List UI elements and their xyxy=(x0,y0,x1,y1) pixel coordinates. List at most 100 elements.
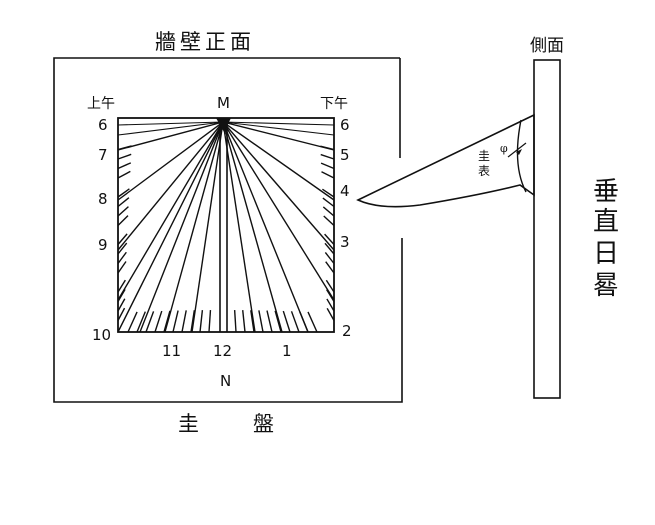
tick-40 xyxy=(127,311,138,333)
gnomon-angle-label: φ xyxy=(500,142,508,155)
hour-line-9 xyxy=(222,121,283,333)
wall-outline xyxy=(53,57,403,403)
tick-3 xyxy=(117,162,132,170)
hour-line-2 xyxy=(117,121,224,251)
hour-line-7 xyxy=(191,121,224,333)
vertical-title-char-3: 日 xyxy=(593,239,619,269)
tick-56 xyxy=(282,310,291,333)
tick-13 xyxy=(117,251,127,264)
tick-36 xyxy=(325,279,335,293)
tick-45 xyxy=(172,310,179,333)
side-wall xyxy=(533,59,561,399)
tick-7 xyxy=(117,197,130,208)
tick-54 xyxy=(266,310,273,333)
gnomon-apex xyxy=(216,118,231,132)
hour-left-6: 6 xyxy=(98,116,108,134)
hour-right-5: 5 xyxy=(340,146,350,164)
tick-55 xyxy=(274,310,282,333)
hour-bottom-11: 11 xyxy=(162,342,181,360)
hour-left-10: 10 xyxy=(92,326,111,344)
hour-line-12 xyxy=(222,121,335,251)
dial-plate-char-2: 盤 xyxy=(253,412,274,436)
hour-line-14 xyxy=(222,121,335,151)
tick-2 xyxy=(117,153,132,160)
top-hour-line-2 xyxy=(222,121,335,126)
tick-22 xyxy=(320,153,335,160)
tick-39 xyxy=(326,307,335,321)
hour-line-6 xyxy=(164,121,224,333)
hour-right-3: 3 xyxy=(340,233,350,251)
tick-46 xyxy=(181,310,187,333)
hour-line-0 xyxy=(117,121,224,151)
tick-14 xyxy=(117,261,127,274)
tick-50 xyxy=(233,309,237,333)
tick-29 xyxy=(323,215,335,227)
tick-11 xyxy=(117,233,128,245)
tick-16 xyxy=(117,279,126,293)
hour-lines xyxy=(117,121,335,333)
side-gnomon-support xyxy=(516,119,527,193)
tick-38 xyxy=(326,298,335,312)
wall-front-title: 牆壁正面 xyxy=(155,30,255,54)
tick-27 xyxy=(322,197,335,208)
tick-17 xyxy=(117,289,126,302)
tick-42 xyxy=(145,311,155,333)
tick-12 xyxy=(117,242,128,255)
tick-48 xyxy=(199,310,204,333)
hour-line-11 xyxy=(222,121,335,301)
tick-58 xyxy=(299,311,309,333)
vertical-title-char-2: 直 xyxy=(593,207,619,237)
tick-53 xyxy=(258,310,264,333)
tick-4 xyxy=(117,170,131,179)
hour-line-1 xyxy=(117,121,224,201)
hour-line-13 xyxy=(222,121,335,201)
top-hour-line-0 xyxy=(117,121,224,126)
tick-51 xyxy=(242,310,246,333)
tick-8 xyxy=(117,206,129,217)
gnomon-char-1: 圭 xyxy=(478,149,490,163)
bottom-point-label: N xyxy=(220,372,231,390)
tick-28 xyxy=(322,206,335,217)
dial-plate-char-1: 圭 xyxy=(178,412,199,436)
tick-1 xyxy=(117,145,132,151)
tick-marks xyxy=(117,145,335,333)
tick-18 xyxy=(117,298,126,312)
tick-9 xyxy=(117,215,129,226)
hour-right-4: 4 xyxy=(340,182,350,200)
tick-57 xyxy=(290,311,300,333)
tick-24 xyxy=(321,171,335,179)
top-hour-line-3 xyxy=(222,121,335,136)
tick-59 xyxy=(307,311,318,333)
side-view-title: 側面 xyxy=(530,36,564,56)
angle-arrow xyxy=(516,149,522,155)
tick-41 xyxy=(136,311,146,333)
tick-34 xyxy=(325,261,335,274)
vertical-title-char-1: 垂 xyxy=(593,177,619,207)
tick-33 xyxy=(324,252,335,264)
top-point-label: M xyxy=(217,94,230,112)
tick-37 xyxy=(326,289,335,302)
hour-line-5 xyxy=(139,121,224,333)
tick-21 xyxy=(320,145,335,151)
hour-left-8: 8 xyxy=(98,190,108,208)
hour-left-7: 7 xyxy=(98,146,108,164)
hour-line-10 xyxy=(222,121,309,333)
pm-label: 下午 xyxy=(320,96,348,112)
tick-47 xyxy=(190,310,196,333)
tick-52 xyxy=(250,310,255,333)
side-gnomon xyxy=(356,113,535,208)
dial-plate-frame xyxy=(117,117,335,333)
top-hour-line-1 xyxy=(117,121,224,136)
hour-bottom-1: 1 xyxy=(282,342,292,360)
hour-left-9: 9 xyxy=(98,236,108,254)
tick-26 xyxy=(322,188,335,198)
hour-line-8 xyxy=(222,121,256,333)
tick-23 xyxy=(320,162,335,170)
tick-32 xyxy=(324,242,335,255)
hour-right-2: 2 xyxy=(342,322,352,340)
hour-line-3 xyxy=(117,121,224,301)
tick-6 xyxy=(117,188,130,198)
gnomon-char-2: 表 xyxy=(478,164,490,178)
vertical-title-char-4: 晷 xyxy=(593,271,619,301)
